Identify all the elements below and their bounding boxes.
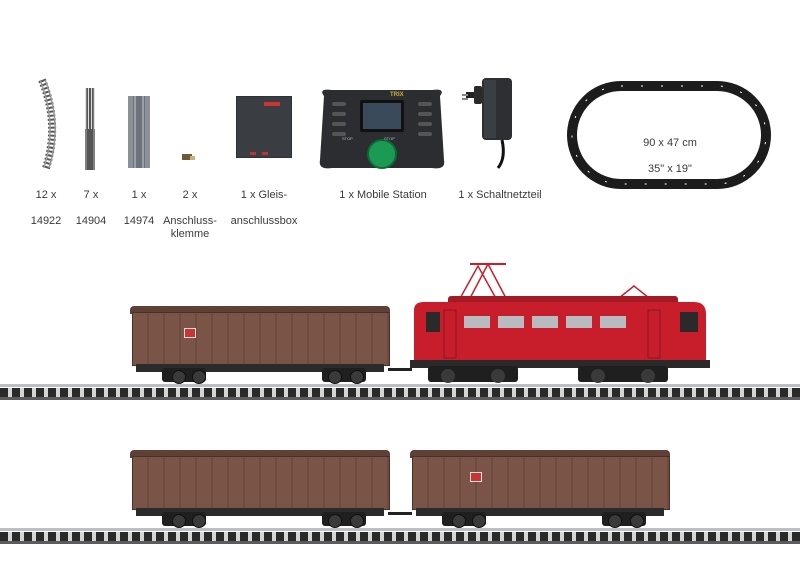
component-qty: 2 x bbox=[182, 189, 198, 201]
component-label-5: 1 x Gleis- anschlussbox bbox=[226, 176, 302, 228]
component-qty: 1 x Gleis- bbox=[240, 189, 288, 201]
coupler bbox=[388, 512, 412, 515]
component-qty: 1 x Schaltnetzteil bbox=[458, 189, 542, 201]
component-code: Anschluss- klemme bbox=[163, 215, 217, 240]
component-qty: 1 x bbox=[131, 189, 147, 201]
db-logo-icon bbox=[184, 328, 196, 338]
layout-size-cm: 90 x 47 cm bbox=[643, 137, 697, 149]
component-label-6: 1 x Mobile Station bbox=[326, 176, 440, 202]
layout-size: 90 x 47 cm 35" x 19" bbox=[620, 124, 720, 176]
mobile-station-image bbox=[319, 89, 445, 169]
straight-track-image bbox=[85, 88, 95, 170]
component-label-3: 1 x 14974 bbox=[122, 176, 156, 228]
component-code: 14904 bbox=[75, 215, 107, 227]
rail-track-2 bbox=[0, 528, 800, 544]
component-qty: 1 x Mobile Station bbox=[339, 189, 427, 201]
component-label-1: 12 x 14922 bbox=[28, 176, 64, 228]
component-label-4: 2 x Anschluss- klemme bbox=[160, 176, 220, 241]
component-qty: 12 x bbox=[35, 189, 57, 201]
electric-locomotive bbox=[410, 262, 710, 383]
component-code: 14922 bbox=[30, 215, 62, 227]
layout-size-in: 35" x 19" bbox=[648, 163, 692, 175]
power-supply-image bbox=[462, 78, 512, 169]
db-logo-icon bbox=[470, 472, 482, 482]
component-label-7: 1 x Schaltnetzteil bbox=[452, 176, 548, 202]
component-qty: 7 x bbox=[83, 189, 99, 201]
component-code: 14974 bbox=[123, 215, 155, 227]
controller-stop-right: STOP bbox=[384, 136, 395, 141]
rail-track-1 bbox=[0, 384, 800, 400]
component-code: anschlussbox bbox=[230, 215, 298, 227]
component-label-2: 7 x 14904 bbox=[74, 176, 108, 228]
curved-track-image bbox=[38, 78, 57, 170]
uncoupler-track-image bbox=[128, 96, 150, 168]
track-layout-oval bbox=[567, 81, 771, 189]
controller-stop-left: STOP bbox=[342, 136, 353, 141]
connection-box-image bbox=[236, 96, 292, 158]
coupler bbox=[388, 368, 412, 371]
boxcar-wagon-3 bbox=[410, 450, 670, 530]
controller-brand: TRIX bbox=[390, 92, 404, 98]
boxcar-wagon-2 bbox=[130, 450, 390, 530]
connector-clip-image bbox=[182, 154, 195, 160]
boxcar-wagon-1 bbox=[130, 306, 390, 386]
